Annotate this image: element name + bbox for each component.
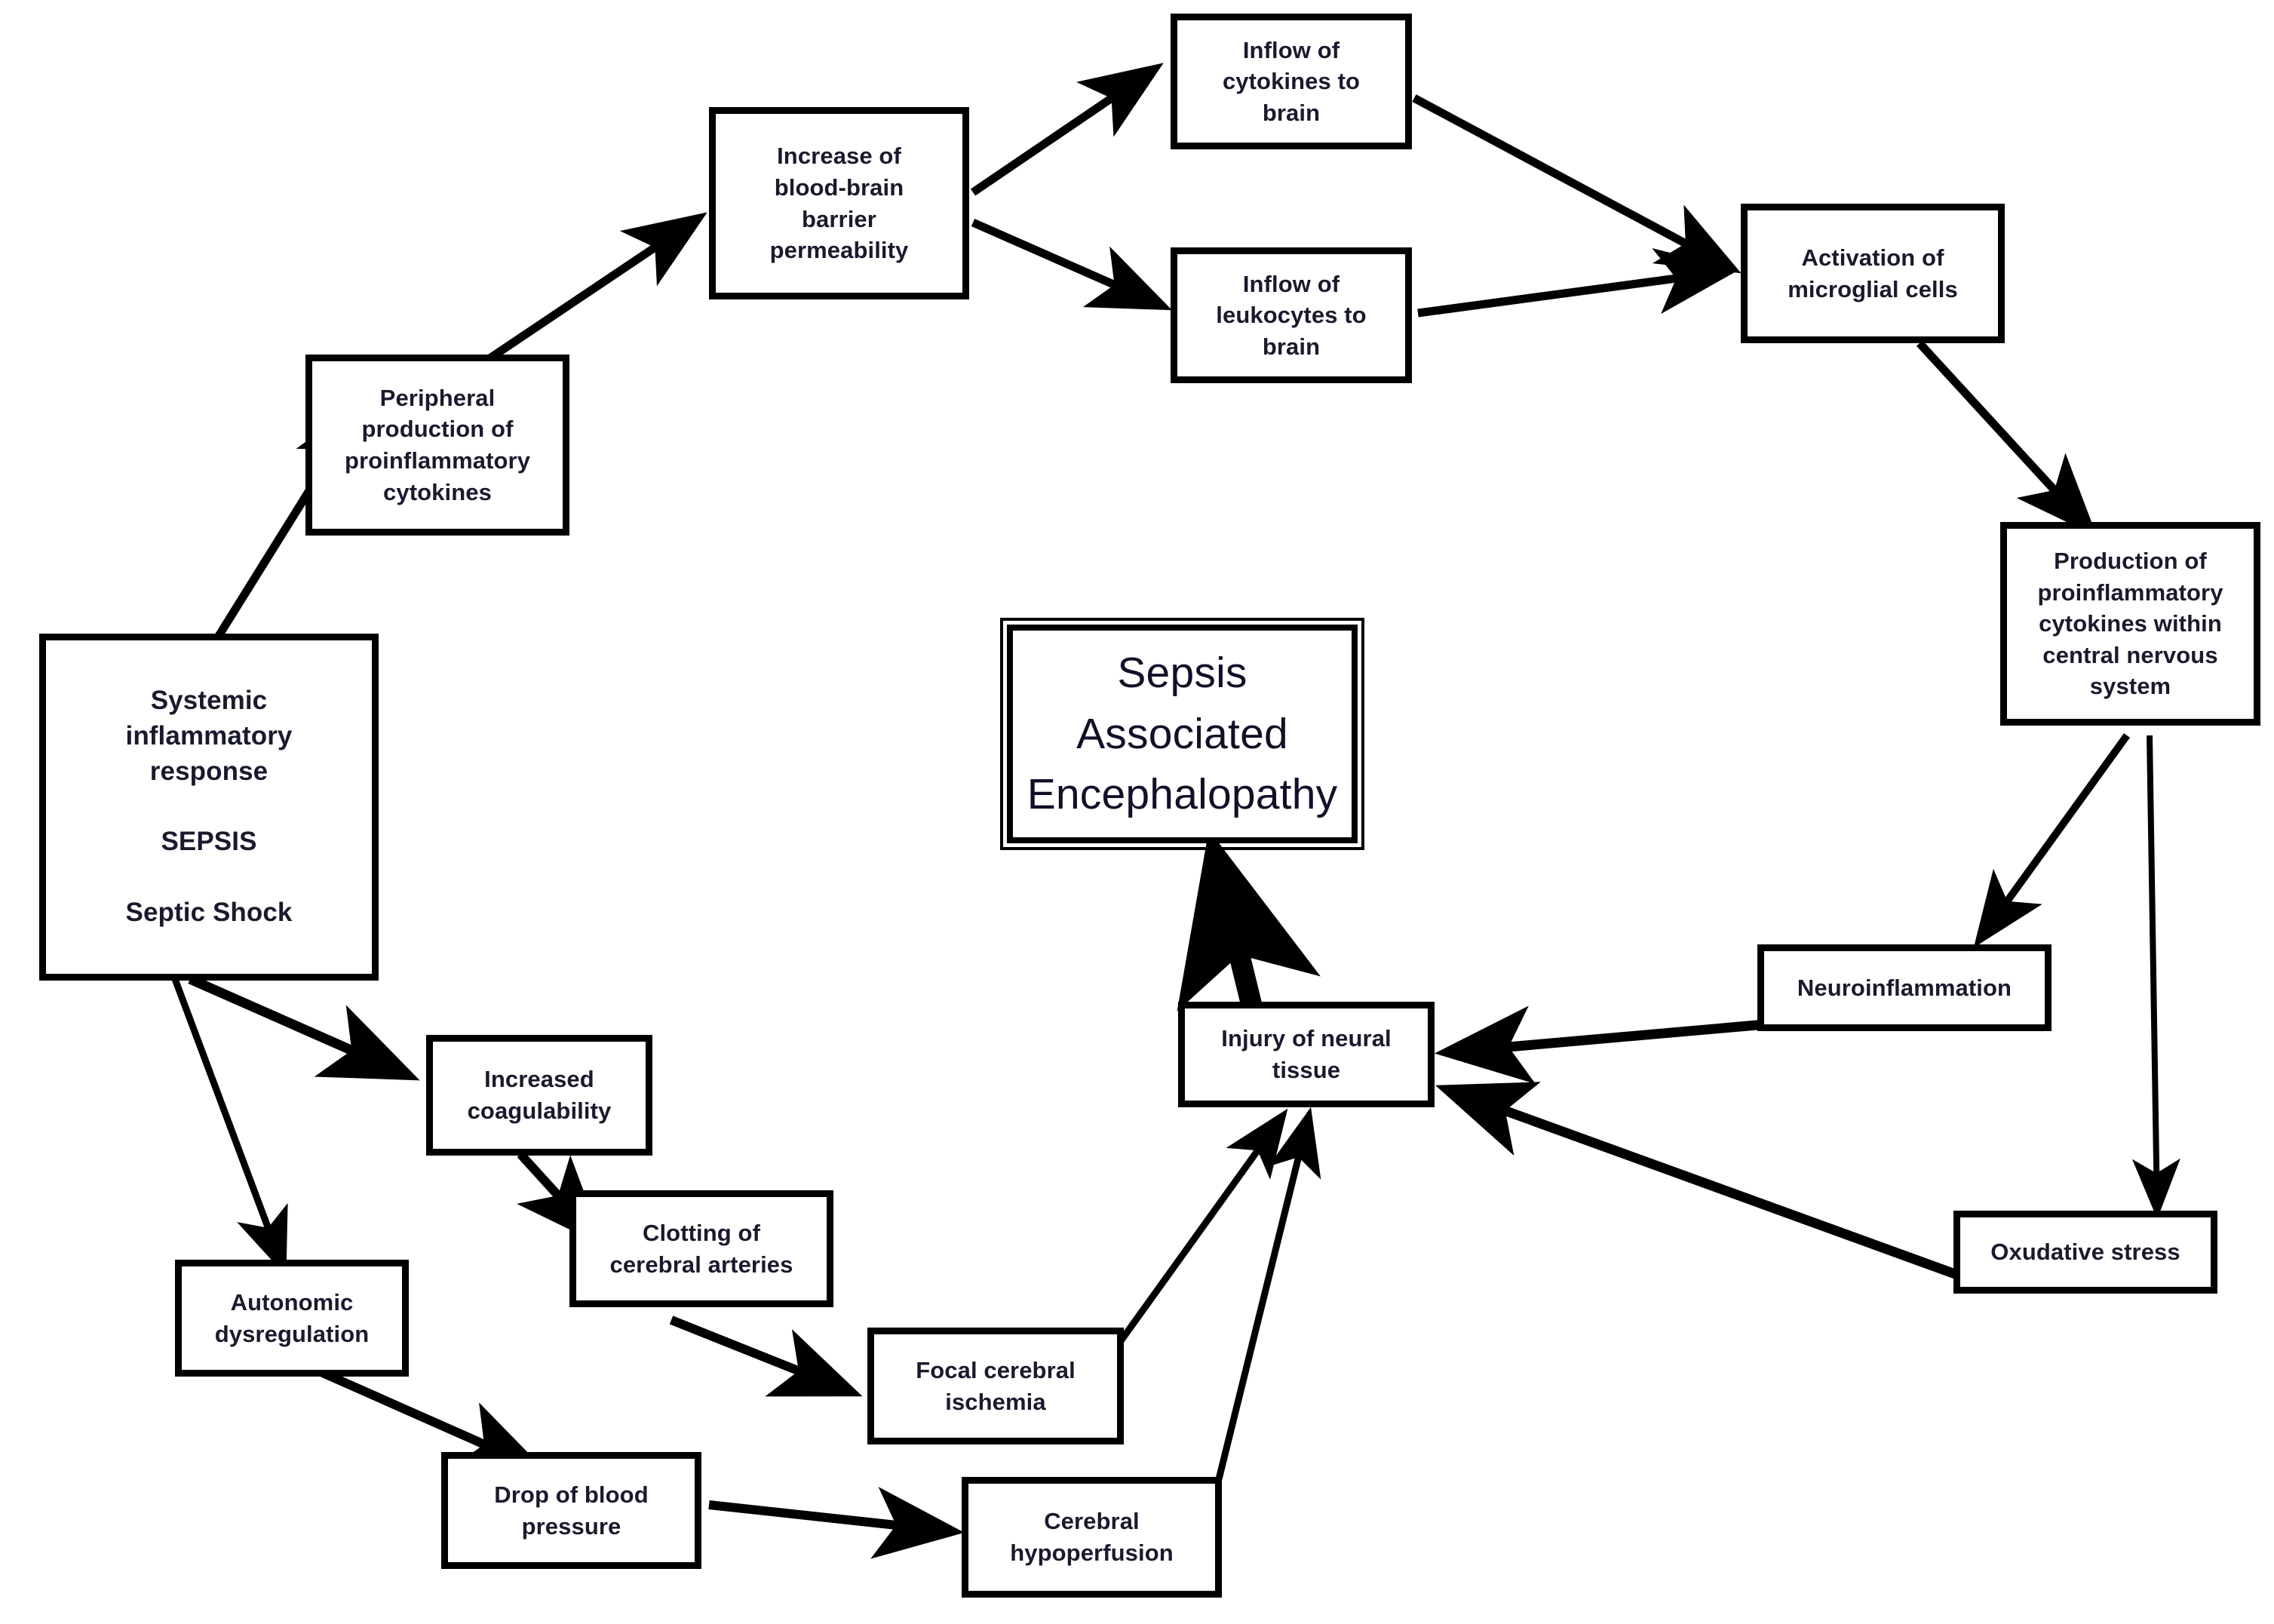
edge-oxidative-to-injury	[1435, 1082, 1959, 1280]
node-drop-of-blood-pressure[interactable]: Drop of blood pressure	[441, 1452, 701, 1569]
edge-injury-to-sae	[1177, 830, 1321, 1012]
edge-microglia-to-cns-production	[1916, 340, 2098, 537]
node-cns-cytokine-production[interactable]: Production of proinflammatory cytokines …	[2000, 522, 2260, 726]
edge-cytokines-to-microglia	[1412, 94, 1742, 274]
node-bbb-permeability[interactable]: Increase of blood-brain barrier permeabi…	[709, 107, 969, 299]
node-label: Inflow of cytokines to brain	[1222, 36, 1361, 126]
node-label: Activation of microglial cells	[1788, 244, 1958, 302]
edge-cns-to-neuroinflammation	[1973, 733, 2131, 948]
node-label: Sepsis Associated Encephalopathy	[1027, 648, 1338, 819]
edge-bbb-to-inflow-cytokines	[970, 63, 1164, 196]
node-label: Focal cerebral ischemia	[916, 1356, 1076, 1415]
edge-leukocytes-to-microglia	[1417, 247, 1739, 318]
edge-focal-to-injury	[1106, 1108, 1288, 1360]
node-sepsis-associated-encephalopathy[interactable]: Sepsis Associated Encephalopathy	[1000, 618, 1364, 850]
node-activation-microglial-cells[interactable]: Activation of microglial cells	[1741, 204, 2005, 343]
node-clotting-cerebral-arteries[interactable]: Clotting of cerebral arteries	[569, 1190, 833, 1307]
node-label: Drop of blood pressure	[494, 1481, 649, 1540]
edge-bbb-to-inflow-leukocytes	[971, 218, 1173, 311]
edge-neuroinflammation-to-injury	[1434, 1005, 1792, 1085]
node-label: Inflow of leukocytes to brain	[1216, 270, 1367, 360]
node-label: Injury of neural tissue	[1221, 1025, 1392, 1083]
node-label: Peripheral production of proinflammatory…	[344, 384, 531, 505]
node-systemic-inflammatory-response[interactable]: Systemic inflammatory response SEPSIS Se…	[39, 634, 379, 981]
node-focal-cerebral-ischemia[interactable]: Focal cerebral ischemia	[867, 1328, 1124, 1444]
node-oxidative-stress[interactable]: Oxudative stress	[1953, 1211, 2217, 1294]
node-peripheral-production[interactable]: Peripheral production of proinflammatory…	[305, 355, 569, 536]
node-neuroinflammation[interactable]: Neuroinflammation	[1757, 944, 2052, 1031]
edge-clotting-to-focal	[669, 1315, 863, 1397]
node-increased-coagulability[interactable]: Increased coagulability	[426, 1035, 652, 1156]
node-label: Cerebral hypoperfusion	[1010, 1508, 1174, 1566]
node-label: Oxudative stress	[1990, 1239, 2180, 1266]
node-label: Production of proinflammatory cytokines …	[2037, 548, 2223, 700]
node-label: Autonomic dysregulation	[214, 1288, 370, 1347]
node-cerebral-hypoperfusion[interactable]: Cerebral hypoperfusion	[962, 1477, 1222, 1598]
node-inflow-cytokines[interactable]: Inflow of cytokines to brain	[1171, 14, 1412, 149]
node-inflow-leukocytes[interactable]: Inflow of leukocytes to brain	[1171, 247, 1412, 383]
node-label: Increased coagulability	[467, 1066, 612, 1124]
edge-systemic-to-autonomic	[171, 978, 288, 1276]
edge-hypoperfusion-to-injury	[1214, 1107, 1321, 1484]
node-label: Neuroinflammation	[1797, 974, 2012, 1001]
node-label: Clotting of cerebral arteries	[609, 1219, 793, 1278]
node-label: Increase of blood-brain barrier permeabi…	[769, 143, 909, 264]
node-label: Systemic inflammatory response SEPSIS Se…	[125, 685, 293, 928]
node-autonomic-dysregulation[interactable]: Autonomic dysregulation	[175, 1260, 409, 1377]
edge-peripheral-to-bbb	[481, 212, 707, 366]
edge-systemic-to-coagulability	[188, 975, 420, 1081]
node-injury-of-neural-tissue[interactable]: Injury of neural tissue	[1178, 1002, 1435, 1107]
edge-bp-drop-to-hypoperfusion	[708, 1487, 965, 1559]
edge-cns-to-oxidative	[2131, 735, 2180, 1220]
